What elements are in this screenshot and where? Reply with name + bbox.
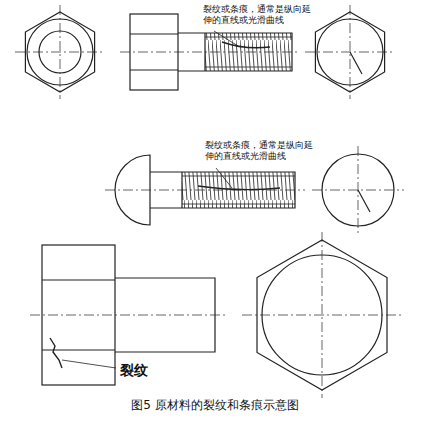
callout-note: 裂纹或条痕，通常是纵向延伸的直线或光滑曲线: [203, 4, 311, 27]
crack-line: [358, 190, 370, 212]
crack-line: [198, 186, 280, 190]
callout-note: 裂纹或条痕，通常是纵向延伸的直线或光滑曲线: [205, 140, 313, 163]
crack-line: [222, 42, 270, 48]
figure-caption: 图5 原材料的裂纹和条痕示意图: [131, 398, 298, 413]
leader-line: [62, 31, 238, 368]
crack-line: [50, 338, 62, 368]
callout-label: 裂纹: [120, 362, 148, 380]
center-line: [15, 5, 404, 398]
crack-line: [350, 52, 362, 74]
